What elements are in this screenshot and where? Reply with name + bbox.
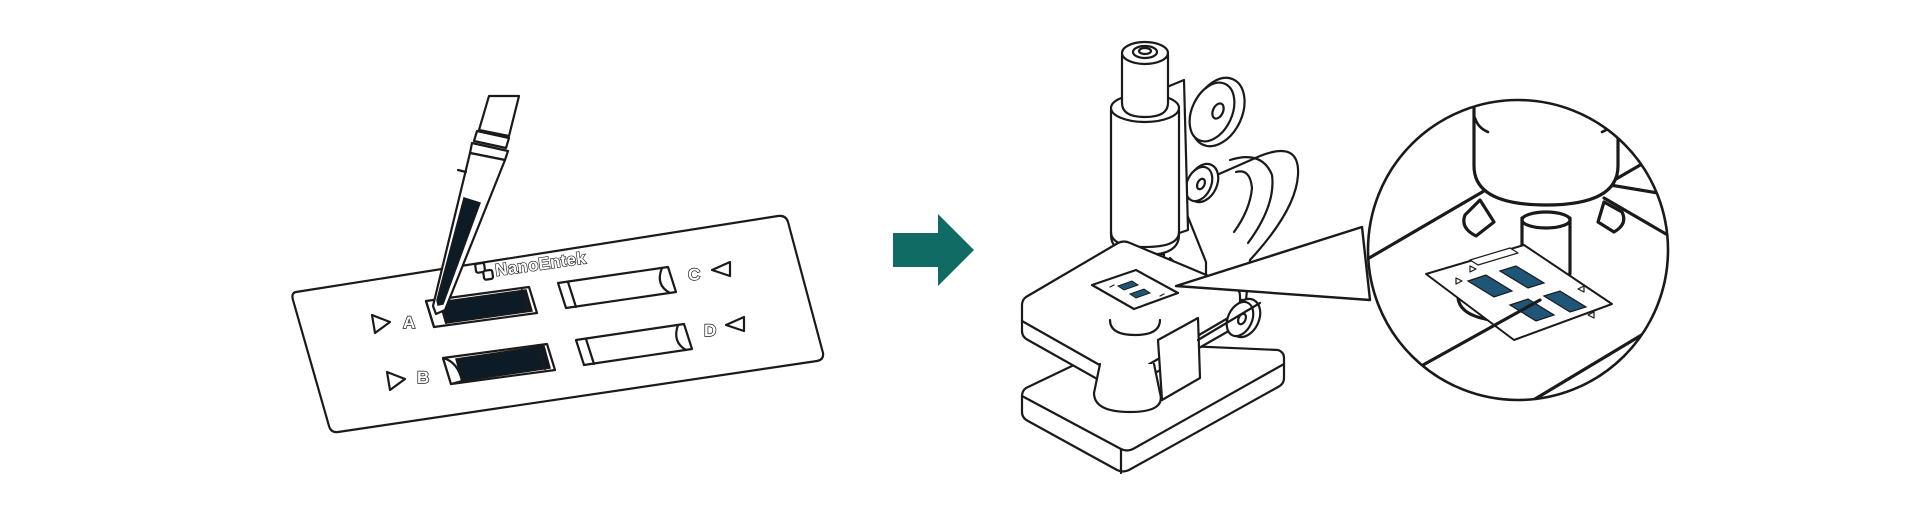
brand-logo-icon bbox=[474, 261, 495, 281]
triangle-b bbox=[385, 370, 407, 392]
callout-wedge bbox=[1174, 225, 1372, 302]
triangle-d bbox=[724, 315, 746, 333]
pipette-liquid bbox=[436, 197, 481, 306]
triangle-c bbox=[710, 260, 732, 278]
coarse-focus-knob bbox=[1184, 76, 1246, 204]
slide-on-stage bbox=[1090, 268, 1180, 311]
slide-body bbox=[291, 214, 825, 434]
label-d: D bbox=[704, 321, 716, 340]
label-a: A bbox=[403, 313, 415, 332]
channel-b bbox=[441, 342, 557, 386]
arrow-right-icon bbox=[893, 214, 974, 286]
channel-a bbox=[424, 285, 539, 329]
channel-d bbox=[574, 322, 694, 367]
label-c: C bbox=[688, 265, 700, 284]
pipette-icon bbox=[431, 94, 521, 316]
microscope-icon bbox=[1020, 40, 1300, 475]
label-b: B bbox=[417, 368, 429, 387]
channel-c bbox=[556, 265, 678, 310]
counting-slide: A B C D NanoEntek bbox=[291, 214, 825, 434]
microscope-tube bbox=[1109, 40, 1181, 257]
triangle-a bbox=[370, 313, 392, 335]
